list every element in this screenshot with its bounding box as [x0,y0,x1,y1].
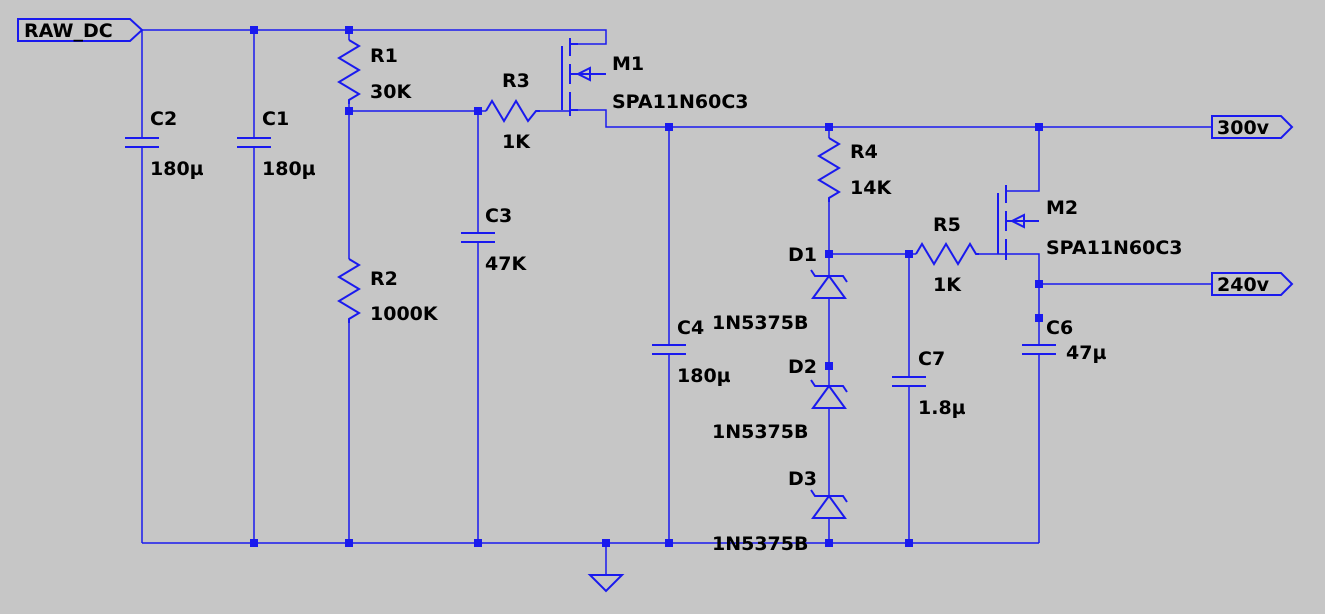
c7-value: 1.8µ [918,397,966,419]
c3-value: 47K [485,253,527,275]
c4-ref: C4 [677,317,704,339]
c1-ref: C1 [262,108,289,130]
r4-value: 14K [850,177,892,199]
capacitor-c2: C2 180µ [125,108,204,180]
c1-value: 180µ [262,158,316,180]
d1-ref: D1 [788,244,817,266]
mosfet-m2: M2 SPA11N60C3 [997,185,1183,260]
c7-ref: C7 [918,348,945,370]
port-240v: 240v [1211,272,1294,296]
d1-value: 1N5375B [712,312,808,334]
r1-value: 30K [370,81,412,103]
junction-dots [250,26,1043,547]
resistor-r2: R2 1000K [337,258,439,325]
zener-d3: D3 1N5375B [712,468,848,555]
r5-ref: R5 [933,214,961,236]
c6-ref: C6 [1046,317,1073,339]
port-300v-label: 300v [1217,117,1270,139]
d3-ref: D3 [788,468,817,490]
m2-ref: M2 [1046,197,1078,219]
r3-value: 1K [502,131,531,153]
capacitor-c1: C1 180µ [237,108,316,180]
r3-ref: R3 [502,70,530,92]
d2-ref: D2 [788,356,817,378]
d3-value: 1N5375B [712,533,808,555]
m2-value: SPA11N60C3 [1046,237,1183,259]
m1-value: SPA11N60C3 [612,91,749,113]
capacitor-c7: C7 1.8µ [892,348,966,419]
zener-d1: D1 1N5375B [712,244,848,334]
r5-value: 1K [933,274,962,296]
port-raw-dc: RAW_DC [17,18,144,42]
r2-value: 1000K [370,303,439,325]
resistor-r1: R1 30K [337,39,412,104]
c3-ref: C3 [485,205,512,227]
resistor-r4: R4 14K [817,137,892,202]
ground-symbol [587,574,625,593]
m1-ref: M1 [612,53,644,75]
resistor-r3: R3 1K [485,70,540,153]
port-300v: 300v [1211,115,1294,139]
port-raw-dc-label: RAW_DC [24,20,113,42]
c2-ref: C2 [150,108,177,130]
r1-ref: R1 [370,45,398,67]
capacitor-c4: C4 180µ [652,317,731,387]
c6-value: 47µ [1066,342,1106,364]
capacitor-c3: C3 47K [461,205,527,275]
capacitor-c6: C6 47µ [1022,317,1106,364]
port-240v-label: 240v [1217,274,1270,296]
r2-ref: R2 [370,268,398,290]
resistor-r5: R5 1K [915,214,979,296]
zener-d2: D2 1N5375B [712,356,848,443]
d2-value: 1N5375B [712,421,808,443]
r4-ref: R4 [850,141,878,163]
mosfet-m1: M1 SPA11N60C3 [561,38,749,116]
c2-value: 180µ [150,158,204,180]
c4-value: 180µ [677,365,731,387]
